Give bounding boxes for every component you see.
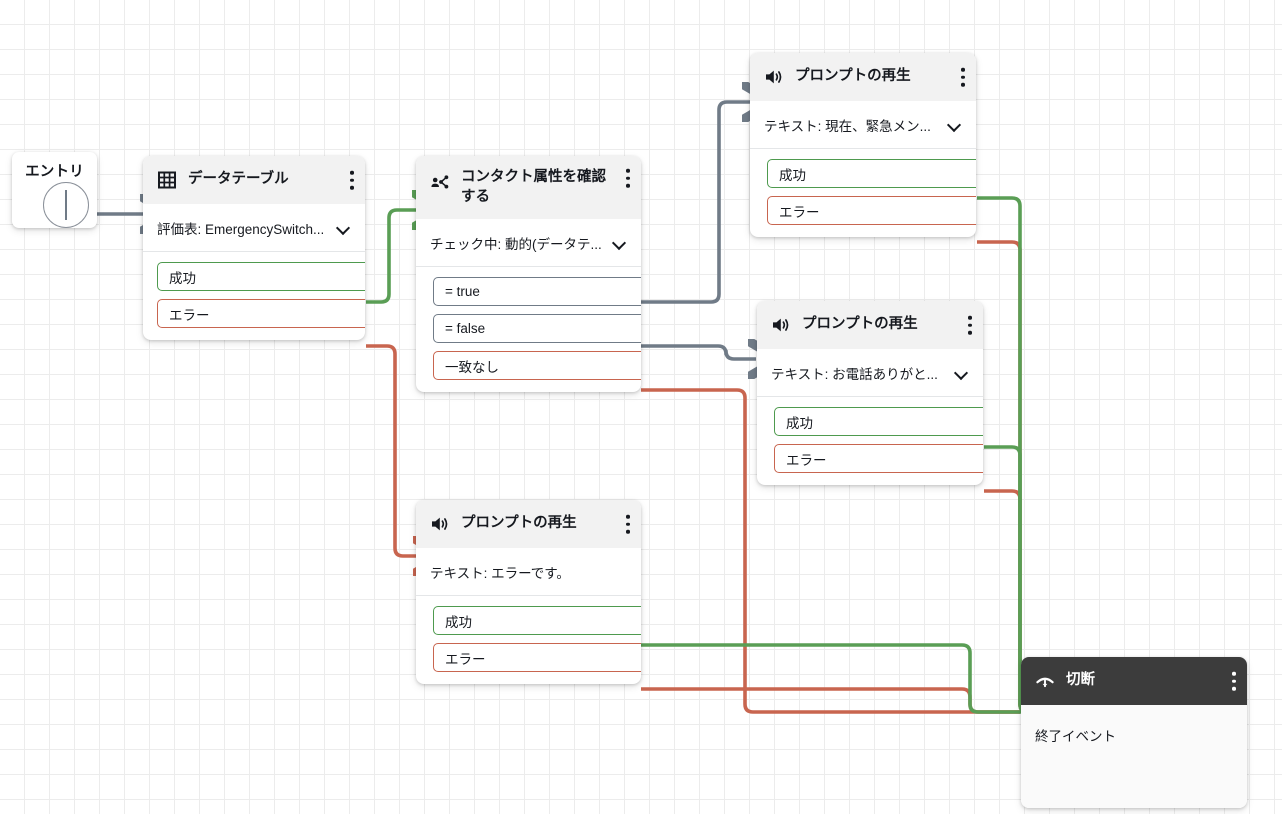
node-body[interactable]: チェック中: 動的(データテ... [416,219,641,268]
edge-true-to-emergency [641,102,750,304]
chevron-down-icon[interactable] [948,118,962,132]
port-error[interactable]: エラー [767,196,976,225]
port-false[interactable]: = false [433,314,641,344]
node-play-prompt-emergency[interactable]: プロンプトの再生 テキスト: 現在、緊急メン... 成功 エラー [750,53,976,237]
node-header: プロンプトの再生 [416,500,641,548]
node-title: プロンプトの再生 [802,316,918,333]
chevron-down-icon[interactable] [955,366,969,380]
node-body-text: テキスト: 現在、緊急メン... [764,119,931,134]
node-body[interactable]: テキスト: 現在、緊急メン... [750,101,976,149]
node-title: データテーブル [188,171,289,188]
node-body[interactable]: テキスト: お電話ありがと... [757,349,983,397]
phone-hangup-icon [1036,677,1054,688]
play-start-icon [43,182,89,228]
edge-false-to-thanks [641,346,756,359]
node-ports: 成功 エラー [750,149,976,237]
node-play-prompt-error[interactable]: プロンプトの再生 テキスト: エラーです。 成功 エラー [416,500,641,684]
port-success[interactable]: 成功 [157,262,365,291]
port-error[interactable]: エラー [774,444,983,473]
node-title: コンタクト属性を確認する [461,169,606,205]
node-body-text: 終了イベント [1035,729,1116,744]
edge-errorprompt-success [641,643,1031,712]
node-body[interactable]: 評価表: EmergencySwitch... [143,204,365,252]
node-header: データテーブル [143,156,365,204]
node-ports: 成功 エラー [143,252,365,340]
port-success[interactable]: 成功 [774,407,983,436]
port-no-match[interactable]: 一致なし [433,351,641,381]
node-body-text: 評価表: EmergencySwitch... [157,222,325,237]
kebab-menu-icon[interactable] [626,514,630,534]
kebab-menu-icon[interactable] [1232,671,1236,691]
node-ports: 成功 エラー [416,596,641,684]
entry-label: エントリ [25,164,84,180]
contact-attributes-icon [431,175,449,189]
edge-datatable-success [366,210,420,304]
chevron-down-icon[interactable] [613,236,627,250]
node-body-text: テキスト: エラーです。 [430,566,570,581]
speaker-icon [773,318,789,332]
node-title: プロンプトの再生 [795,68,911,85]
node-body-text: テキスト: お電話ありがと... [771,367,938,382]
kebab-menu-icon[interactable] [961,67,965,87]
node-header: コンタクト属性を確認する [416,156,641,220]
kebab-menu-icon[interactable] [968,315,972,335]
node-header: 切断 [1021,657,1247,705]
kebab-menu-icon[interactable] [350,170,354,190]
node-ports: 成功 エラー [757,397,983,485]
node-header: プロンプトの再生 [750,53,976,101]
port-error[interactable]: エラー [433,643,641,672]
node-header: プロンプトの再生 [757,301,983,349]
node-ports: = true = false 一致なし [416,267,641,392]
table-grid-icon [158,171,176,189]
node-body[interactable]: テキスト: エラーです。 [416,548,641,596]
node-disconnect[interactable]: 切断 終了イベント [1021,657,1247,808]
node-data-table[interactable]: データテーブル 評価表: EmergencySwitch... 成功 エラー [143,156,365,340]
entry-node[interactable]: エントリ [12,152,97,228]
node-check-contact-attributes[interactable]: コンタクト属性を確認する チェック中: 動的(データテ... = true = … [416,156,641,393]
node-body: 終了イベント [1021,705,1247,808]
edge-emergency-success [977,196,1031,712]
port-success[interactable]: 成功 [433,606,641,635]
speaker-icon [766,70,782,84]
edge-datatable-error [366,344,421,556]
node-title: プロンプトの再生 [461,515,577,532]
node-play-prompt-thanks[interactable]: プロンプトの再生 テキスト: お電話ありがと... 成功 エラー [757,301,983,485]
edge-emergency-error [977,240,1030,714]
edge-errorprompt-error [641,687,1020,714]
port-true[interactable]: = true [433,277,641,307]
port-error[interactable]: エラー [157,299,365,328]
chevron-down-icon[interactable] [337,221,351,235]
port-success[interactable]: 成功 [767,159,976,188]
node-title: 切断 [1066,672,1095,689]
node-body-text: チェック中: 動的(データテ... [430,237,602,253]
entry-stem [65,190,68,220]
kebab-menu-icon[interactable] [626,168,630,188]
speaker-icon [432,517,448,531]
